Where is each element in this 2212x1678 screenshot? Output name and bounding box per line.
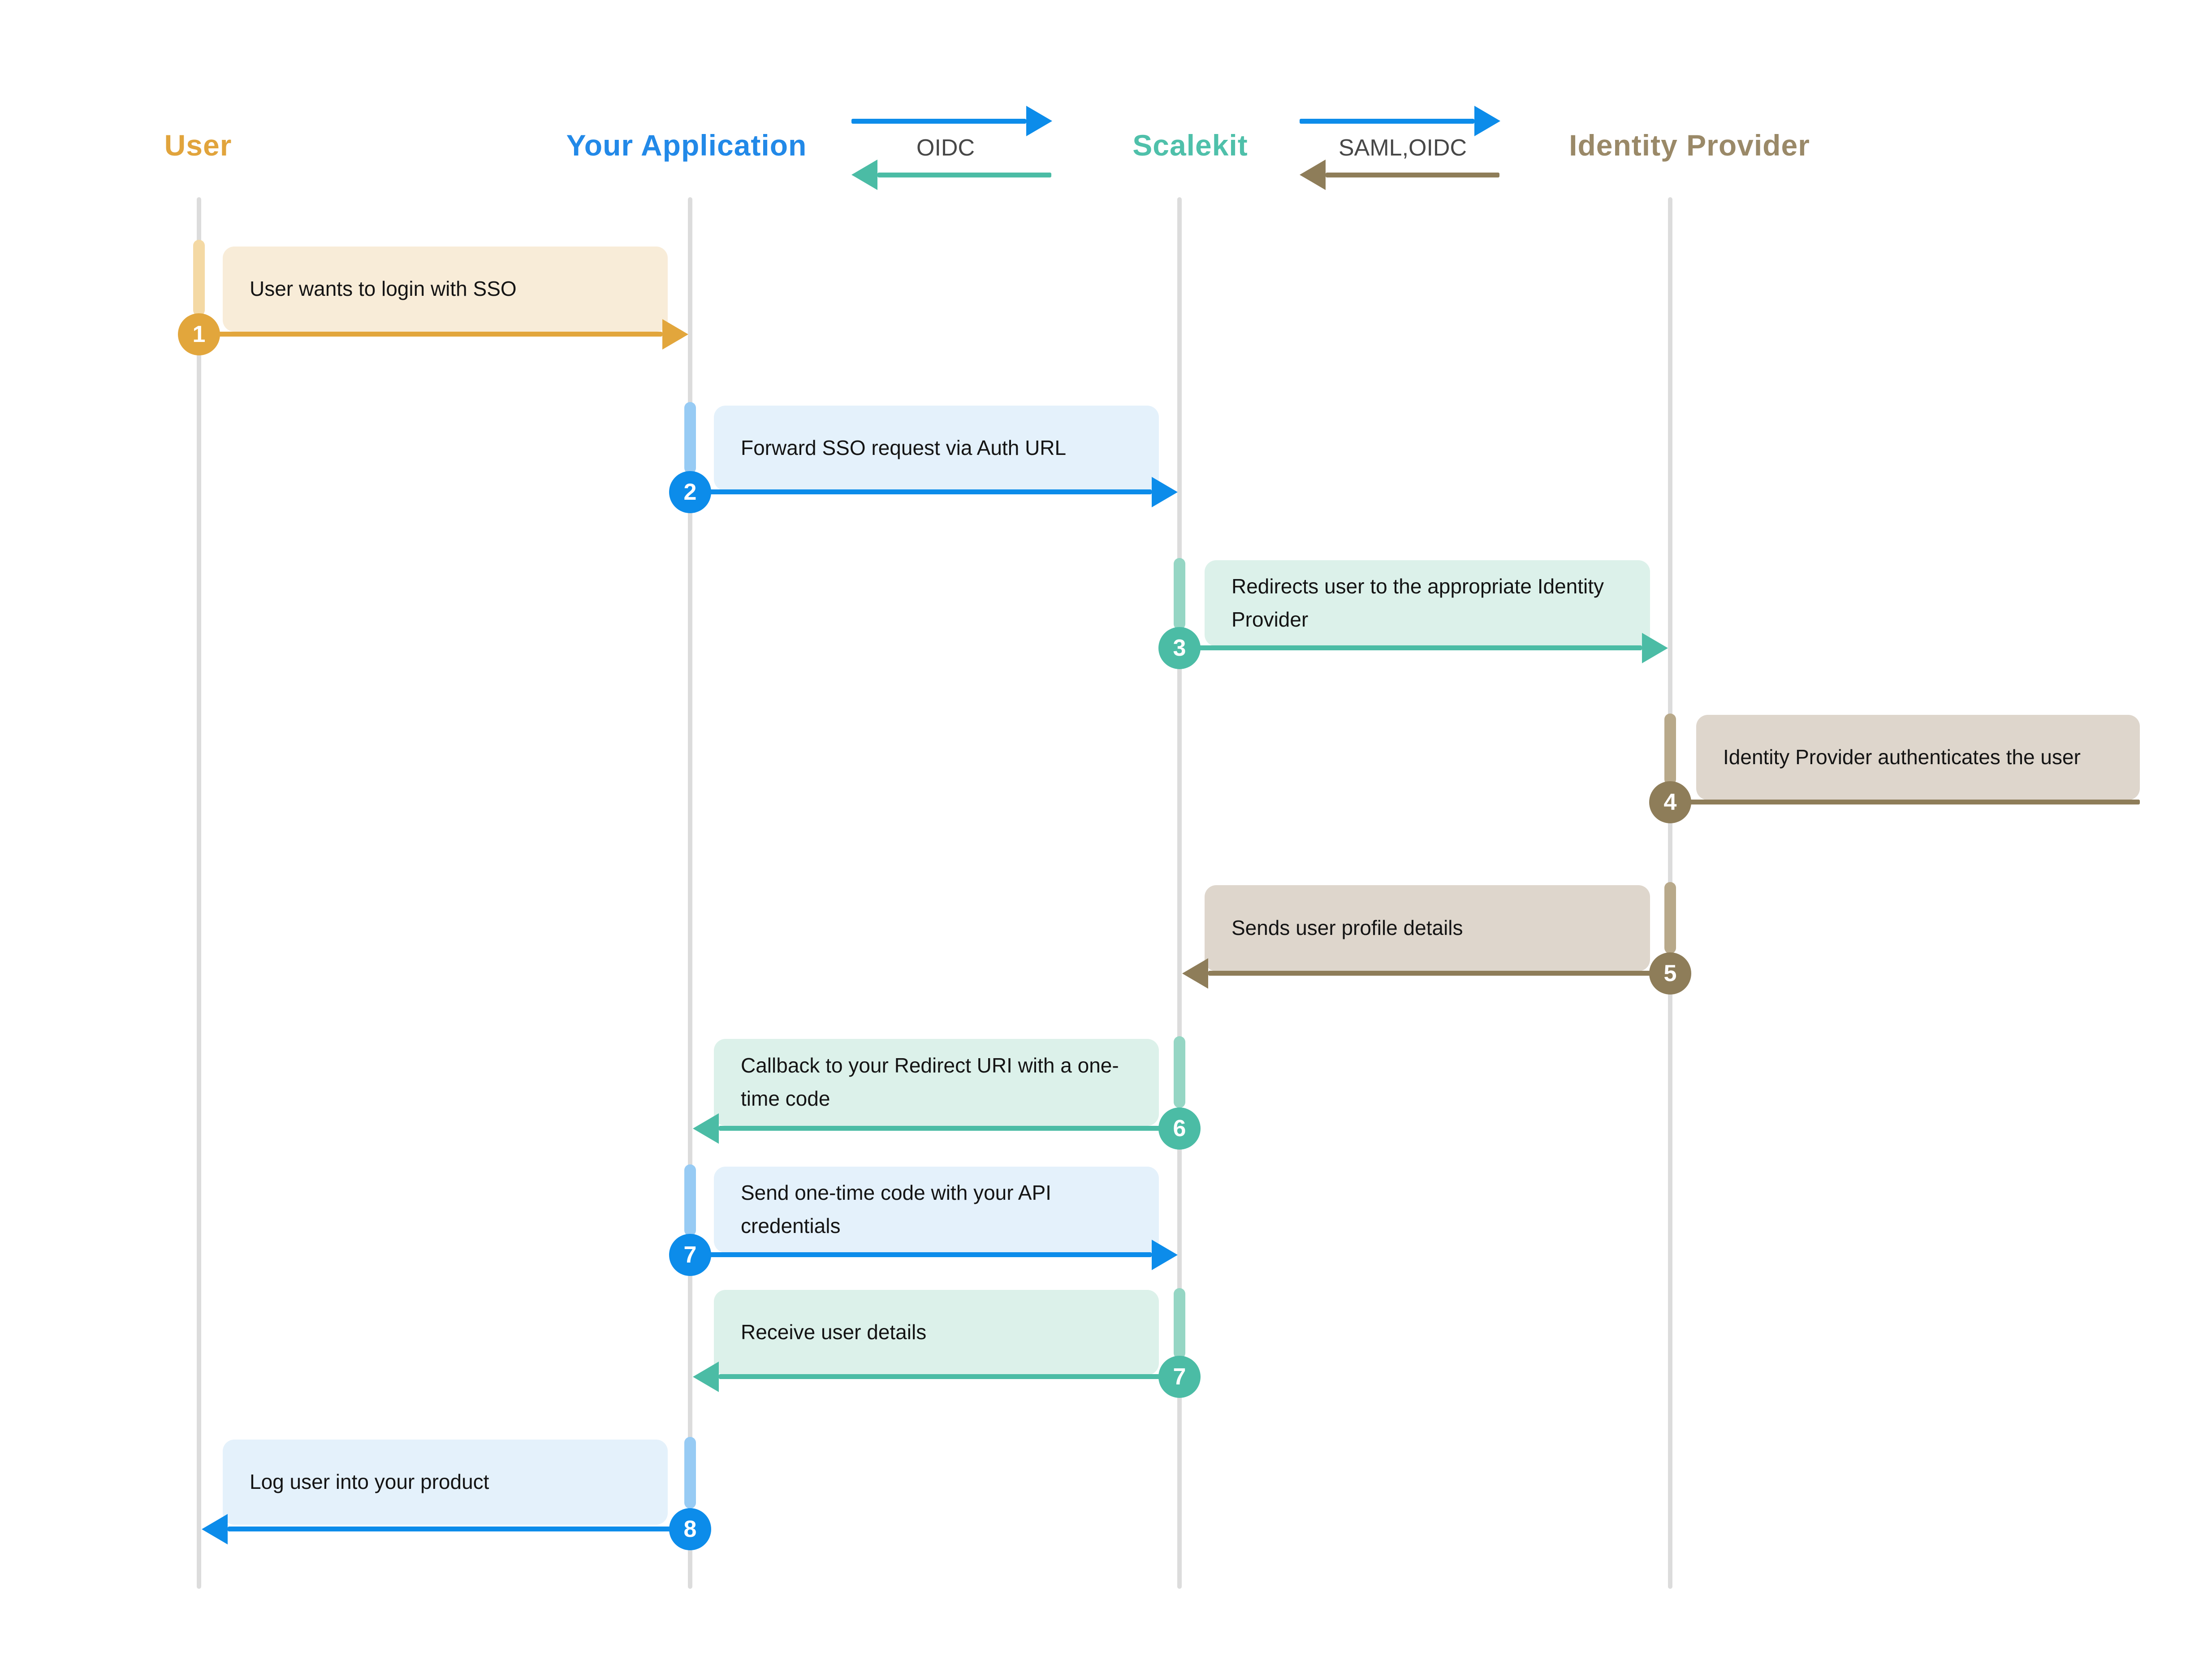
message-text: User wants to login with SSO — [250, 277, 517, 301]
message-arrow-line — [719, 1374, 1179, 1379]
message-text: Receive user details — [741, 1320, 927, 1344]
message-arrow-line — [1670, 800, 2140, 804]
message-arrow-line — [690, 489, 1152, 494]
activation-bar — [684, 402, 696, 474]
message-box: Receive user details — [714, 1290, 1159, 1375]
message-box: Callback to your Redirect URI with a one… — [714, 1039, 1159, 1126]
message-arrow-line — [1179, 645, 1642, 650]
message-arrow-line — [228, 1527, 690, 1531]
activation-bar — [684, 1437, 696, 1509]
arrow-right-icon — [1642, 633, 1668, 663]
actor-title-identity-provider: Identity Provider — [1569, 129, 1810, 162]
message-arrow-line — [199, 332, 662, 337]
step-number-badge: 5 — [1649, 952, 1691, 995]
lifeline-scalekit — [1177, 197, 1182, 1589]
step-number-badge: 8 — [669, 1508, 711, 1550]
message-box: User wants to login with SSO — [223, 247, 668, 332]
message-text: Send one-time code with your API credent… — [741, 1181, 1051, 1237]
activation-bar — [1174, 1288, 1185, 1359]
actor-title-your-application: Your Application — [566, 129, 807, 162]
arrow-right-icon — [1152, 1240, 1178, 1270]
saml-return-arrow-line — [1326, 173, 1499, 177]
activation-bar — [684, 1164, 696, 1236]
message-box: Redirects user to the appropriate Identi… — [1205, 560, 1650, 646]
arrow-right-icon — [1026, 106, 1052, 136]
activation-bar — [193, 240, 205, 316]
step-number-badge: 3 — [1158, 627, 1201, 669]
step-number-badge: 7 — [1158, 1356, 1201, 1398]
message-box: Identity Provider authenticates the user — [1696, 715, 2140, 800]
lifeline-your-application — [688, 197, 692, 1589]
activation-bar — [1174, 558, 1185, 630]
step-number-badge: 7 — [669, 1234, 711, 1276]
arrow-left-icon — [1300, 160, 1326, 190]
arrow-left-icon — [693, 1362, 719, 1392]
message-box: Send one-time code with your API credent… — [714, 1167, 1159, 1253]
message-text: Identity Provider authenticates the user — [1723, 745, 2081, 769]
actor-title-scalekit: Scalekit — [1132, 129, 1248, 162]
activation-bar — [1174, 1036, 1185, 1108]
message-text: Sends user profile details — [1231, 916, 1463, 940]
activation-bar — [1664, 882, 1676, 954]
step-number-badge: 2 — [669, 471, 711, 513]
message-text: Callback to your Redirect URI with a one… — [741, 1054, 1119, 1110]
message-box: Forward SSO request via Auth URL — [714, 406, 1159, 491]
actor-title-user: User — [164, 129, 232, 162]
protocol-label-saml-oidc: SAML,OIDC — [1338, 135, 1467, 161]
message-text: Log user into your product — [250, 1470, 489, 1494]
message-text: Redirects user to the appropriate Identi… — [1231, 575, 1604, 631]
message-box: Log user into your product — [223, 1440, 668, 1525]
arrow-right-icon — [1152, 477, 1178, 507]
lifeline-user — [197, 197, 201, 1589]
message-arrow-line — [719, 1126, 1179, 1131]
message-arrow-line — [1208, 971, 1670, 976]
step-number-badge: 4 — [1649, 781, 1691, 823]
arrow-right-icon — [1474, 106, 1500, 136]
message-box: Sends user profile details — [1205, 885, 1650, 971]
arrow-right-icon — [662, 319, 688, 350]
activation-bar — [1664, 714, 1676, 785]
arrow-left-icon — [1182, 958, 1208, 989]
arrow-left-icon — [851, 160, 877, 190]
arrow-left-icon — [693, 1113, 719, 1144]
protocol-label-oidc: OIDC — [916, 135, 975, 161]
message-text: Forward SSO request via Auth URL — [741, 436, 1067, 460]
step-number-badge: 1 — [178, 313, 220, 355]
saml-forward-arrow-line — [1300, 119, 1474, 124]
oidc-return-arrow-line — [877, 173, 1051, 177]
step-number-badge: 6 — [1158, 1107, 1201, 1150]
message-arrow-line — [690, 1252, 1152, 1257]
arrow-left-icon — [202, 1514, 228, 1544]
oidc-forward-arrow-line — [851, 119, 1026, 124]
